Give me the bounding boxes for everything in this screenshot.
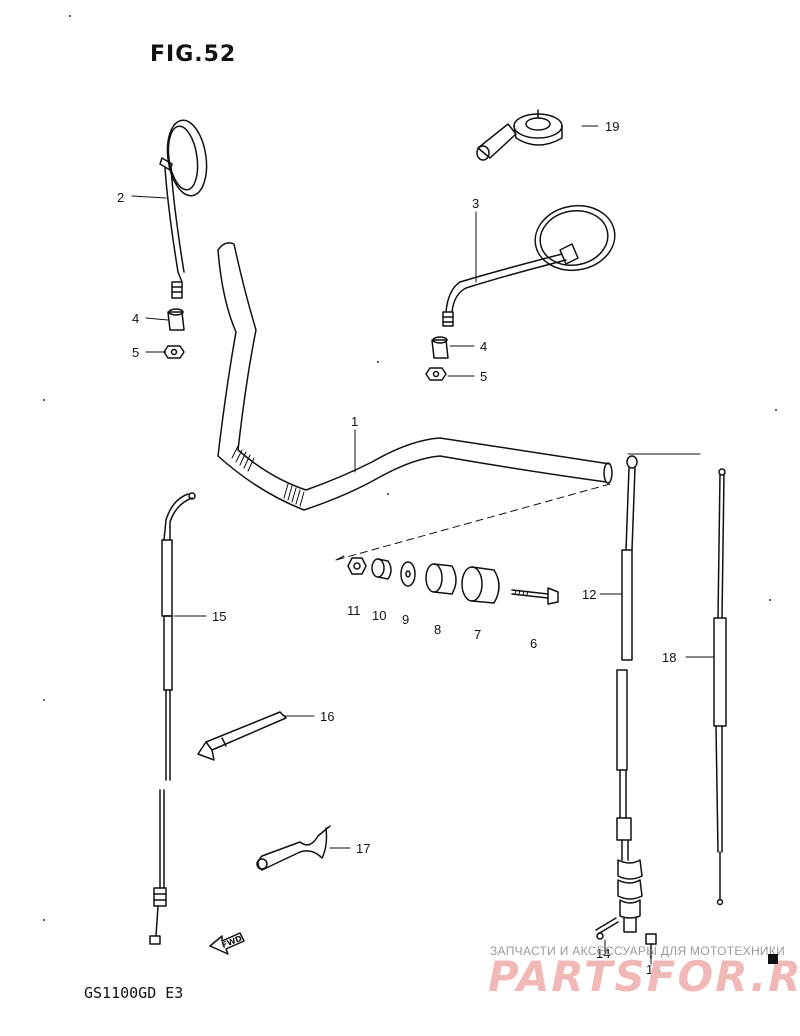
label-part-17: 17 — [356, 841, 370, 856]
label-part-14: 14 — [596, 946, 610, 961]
leader-lines — [131, 125, 715, 965]
nut-part-5-right[interactable] — [425, 367, 447, 381]
nut-part-11[interactable] — [347, 557, 367, 575]
adaptor-part-4-right[interactable] — [431, 336, 449, 359]
left-mirror-part-2[interactable] — [159, 118, 211, 299]
watermark-caption: ЗАПЧАСТИ И АКСЕССУАРЫ ДЛЯ МОТОТЕХНИКИ — [490, 944, 786, 958]
handlebar-part-1[interactable] — [217, 242, 613, 511]
throttle-housing-part-19[interactable] — [476, 109, 563, 161]
label-part-4-right: 4 — [480, 339, 487, 354]
label-part-13: 13 — [646, 962, 660, 977]
nut-part-5-left[interactable] — [163, 345, 185, 359]
clutch-cable-part-12[interactable] — [616, 455, 643, 933]
fwd-label: FWD — [221, 934, 244, 950]
label-part-16: 16 — [320, 709, 334, 724]
label-part-10: 10 — [372, 608, 386, 623]
washer-part-9[interactable] — [400, 561, 416, 587]
label-part-2: 2 — [117, 190, 124, 205]
label-part-1: 1 — [351, 414, 358, 429]
cushion-part-8[interactable] — [425, 563, 457, 595]
label-part-8: 8 — [434, 622, 441, 637]
watermark-logo: PARTSFOR.RU — [488, 952, 800, 1001]
label-part-6: 6 — [530, 636, 537, 651]
fwd-arrow-icon: FWD — [209, 932, 245, 955]
wire-clamp-part-17[interactable] — [256, 825, 331, 871]
scan-specks — [43, 15, 777, 921]
pin-part-14[interactable] — [595, 917, 619, 940]
screw-part-6[interactable] — [511, 587, 559, 605]
label-part-11: 11 — [347, 603, 361, 618]
label-part-3: 3 — [472, 196, 479, 211]
right-mirror-part-3[interactable] — [442, 200, 620, 327]
label-part-12: 12 — [582, 587, 596, 602]
clip-part-13[interactable] — [645, 933, 657, 959]
figure-title: FIG.52 — [150, 42, 237, 67]
label-part-5-left: 5 — [132, 345, 139, 360]
label-part-7: 7 — [474, 627, 481, 642]
adaptor-part-4-left[interactable] — [167, 308, 185, 331]
balancer-part-7[interactable] — [461, 566, 500, 604]
label-part-18: 18 — [662, 650, 676, 665]
label-part-19: 19 — [605, 119, 619, 134]
band-part-16[interactable] — [197, 711, 287, 761]
throttle-cable-part-15[interactable] — [149, 492, 196, 945]
watermark-square — [768, 954, 778, 964]
cable-part-18[interactable] — [713, 468, 727, 906]
collar-part-10[interactable] — [371, 558, 392, 580]
label-part-9: 9 — [402, 612, 409, 627]
label-part-4-left: 4 — [132, 311, 139, 326]
label-part-5-right: 5 — [480, 369, 487, 384]
model-code: GS1100GD E3 — [84, 984, 184, 1002]
label-part-15: 15 — [212, 609, 226, 624]
